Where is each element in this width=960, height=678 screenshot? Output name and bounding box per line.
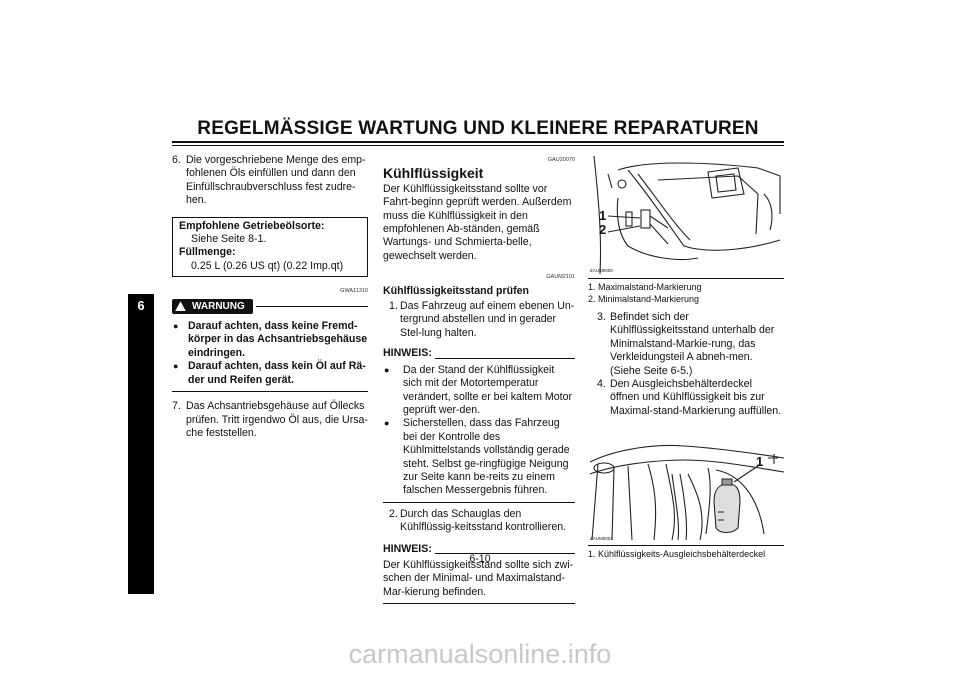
note-item: Sicherstellen, dass das Fahrzeug bei der…: [383, 417, 575, 497]
caption-rule: [588, 278, 784, 279]
oil-type-value: Siehe Seite 8-1.: [191, 233, 267, 246]
step-2: 2. Durch das Schauglas den Kühlflüssig-k…: [389, 507, 567, 534]
note-text: Der Kühlflüssigkeitsstand sollte sich zw…: [383, 558, 574, 598]
warning-triangle-icon: [175, 301, 186, 312]
coolant-sightglass-illustration: [593, 155, 781, 275]
warning-item: Darauf achten, dass keine Fremd-körper i…: [172, 320, 368, 360]
step-7: 7. Das Achsantriebsgehäuse auf Öllecks p…: [172, 400, 368, 439]
section-code: GAU20070: [547, 157, 575, 163]
subsection-code: GAUM2101: [546, 274, 575, 281]
callout-2: 2: [599, 222, 607, 237]
figure-caption: 1. Maximalstand-Markierung 2. Minimalsta…: [588, 281, 784, 305]
note-end-rule: [383, 603, 575, 605]
note-heading: HINWEIS:: [383, 347, 575, 360]
step-1: 1. Das Fahrzeug auf einem ebenen Un-terg…: [389, 300, 575, 339]
page-number: 6-10: [469, 553, 491, 565]
header-rule: [172, 141, 784, 143]
step-7-text: Das Achsantriebsgehäuse auf Öllecks prüf…: [186, 400, 368, 439]
step-6: 6. Die vorgeschriebene Menge des emp-foh…: [172, 154, 366, 207]
figure-coolant-level: 1 2 ZAUM0000: [588, 154, 784, 276]
figure-code: ZAUM0000: [590, 268, 613, 273]
step-3: 3. Befindet sich der Kühlflüssigkeitssta…: [597, 311, 775, 377]
warning-code: GWA11310: [340, 288, 368, 295]
page-title: REGELMÄSSIGE WARTUNG UND KLEINERE REPARA…: [197, 118, 759, 139]
note-end-rule: [383, 501, 575, 503]
section-title: Kühlflüssigkeit: [383, 165, 484, 182]
figure-caption: 1. Kühlflüssigkeits-Ausgleichsbehälterde…: [588, 548, 784, 560]
column-2: GAU20070 Kühlflüssigkeit Der Kühlflüssig…: [383, 154, 575, 605]
step-6-text: Die vorgeschriebene Menge des emp-fohlen…: [186, 154, 366, 207]
reservoir-illustration: [589, 445, 785, 541]
warning-item: Darauf achten, dass kein Öl auf Rä-der u…: [172, 360, 368, 387]
callout-1: 1: [599, 208, 607, 223]
oil-qty-value: 0.25 L (0.26 US qt) (0.22 Imp.qt): [191, 259, 344, 272]
callout-1: 1: [756, 454, 764, 470]
step-4: 4. Den Ausgleichsbehälterdeckel öffnen u…: [597, 378, 782, 417]
intro-text: Der Kühlflüssigkeitsstand sollte vor Fah…: [383, 182, 572, 262]
caption-item: 1. Kühlflüssigkeits-Ausgleichsbehälterde…: [588, 549, 766, 560]
header-rule-thin: [172, 145, 784, 146]
figure-code: ZAUM0001: [590, 536, 613, 542]
oil-spec-box: Empfohlene Getriebeölsorte: Siehe Seite …: [172, 216, 368, 278]
caption-item: 1. Maximalstand-Markierung: [588, 282, 702, 292]
note-item: Da der Stand der Kühlflüssigkeit sich mi…: [383, 364, 575, 418]
column-3: 1 2 ZAUM0000 1. Maximalstand-Markierung …: [588, 154, 785, 560]
figure-reservoir: 1 ZAUM0001: [588, 434, 785, 544]
chapter-tab: 6: [128, 294, 154, 594]
caption-rule: [588, 545, 784, 547]
column-1: 6. Die vorgeschriebene Menge des emp-foh…: [172, 154, 368, 440]
warning-end-rule: [172, 391, 368, 393]
warning-badge: WARNUNG: [172, 298, 253, 315]
oil-qty-label: Füllmenge:: [179, 246, 236, 259]
caption-item: 2. Minimalstand-Markierung: [588, 294, 700, 304]
watermark: carmanualsonline.info: [348, 639, 612, 669]
oil-type-label: Empfohlene Getriebeölsorte:: [179, 219, 325, 232]
warning-header: WARNUNG: [172, 298, 368, 315]
subsection-title: Kühlflüssigkeitsstand prüfen: [383, 284, 529, 297]
note-heading: HINWEIS:: [383, 543, 575, 556]
